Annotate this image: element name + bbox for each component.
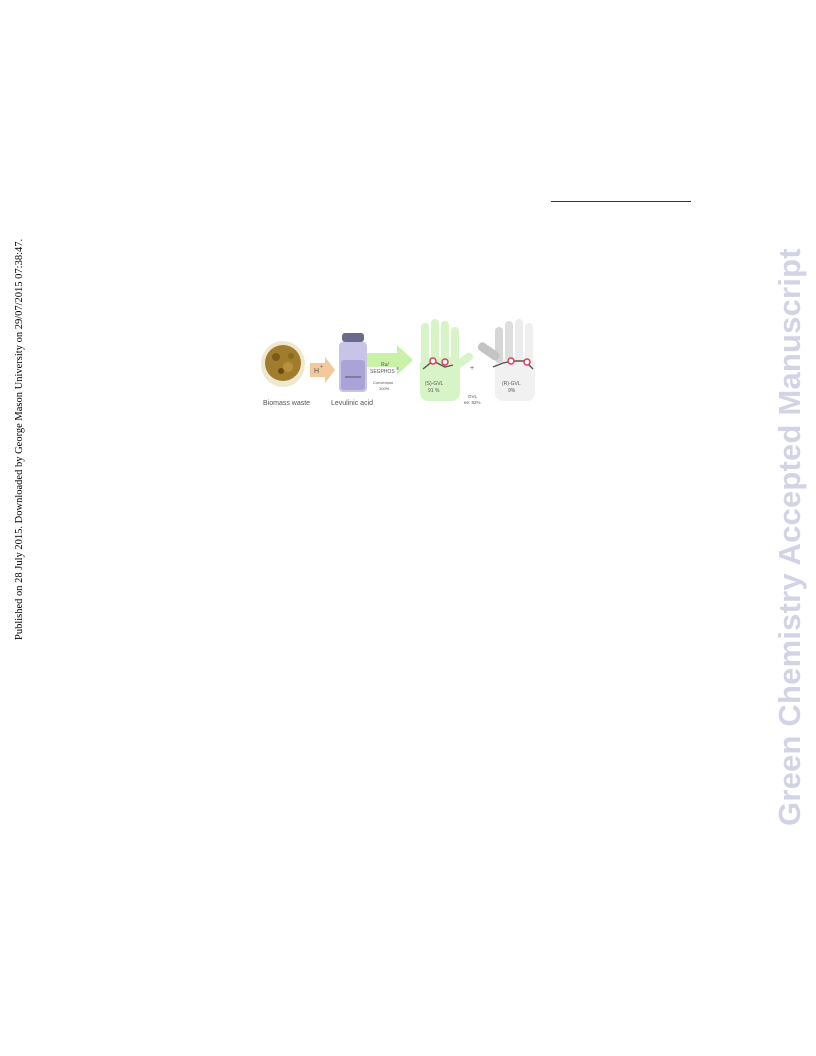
acid-symbol: H	[314, 368, 319, 375]
plus-sign: +	[470, 365, 474, 372]
reaction-arrow-icon	[367, 345, 413, 375]
catalyst-line1: Ru/	[381, 362, 389, 368]
s-gvl-label: (S)-GVL	[425, 381, 444, 387]
published-note: Published on 28 July 2015. Downloaded by…	[14, 238, 25, 640]
doi-link[interactable]	[551, 187, 691, 202]
s-gvl-value: 91 %	[428, 388, 440, 394]
graphical-abstract: Biomass waste H + Levulinic acid Ru/ SEG…	[255, 315, 545, 410]
grey-hand-icon	[477, 319, 535, 401]
biomass-bowl-icon	[261, 341, 305, 387]
graphical-abstract-svg: Biomass waste H + Levulinic acid Ru/ SEG…	[261, 319, 535, 407]
acid-arrow-icon	[310, 357, 335, 383]
conversion-value: 100%	[379, 386, 390, 391]
conversion-label: Conversion	[373, 380, 393, 385]
catalyst-mark: ®	[396, 366, 399, 371]
levulinic-label: Levulinic acid	[331, 400, 373, 407]
catalyst-line2: SEGPHOS	[370, 369, 395, 375]
r-gvl-value: 9%	[508, 388, 516, 394]
vial-icon	[339, 333, 367, 392]
watermark: Green Chemistry Accepted Manuscript	[772, 248, 807, 826]
green-hand-icon	[420, 319, 474, 401]
r-gvl-label: (R)-GVL	[502, 381, 521, 387]
gvl-label: GVL	[468, 394, 478, 399]
ee-label: ee: 82%	[464, 400, 481, 405]
biomass-label: Biomass waste	[263, 400, 310, 407]
acid-charge: +	[320, 364, 323, 370]
